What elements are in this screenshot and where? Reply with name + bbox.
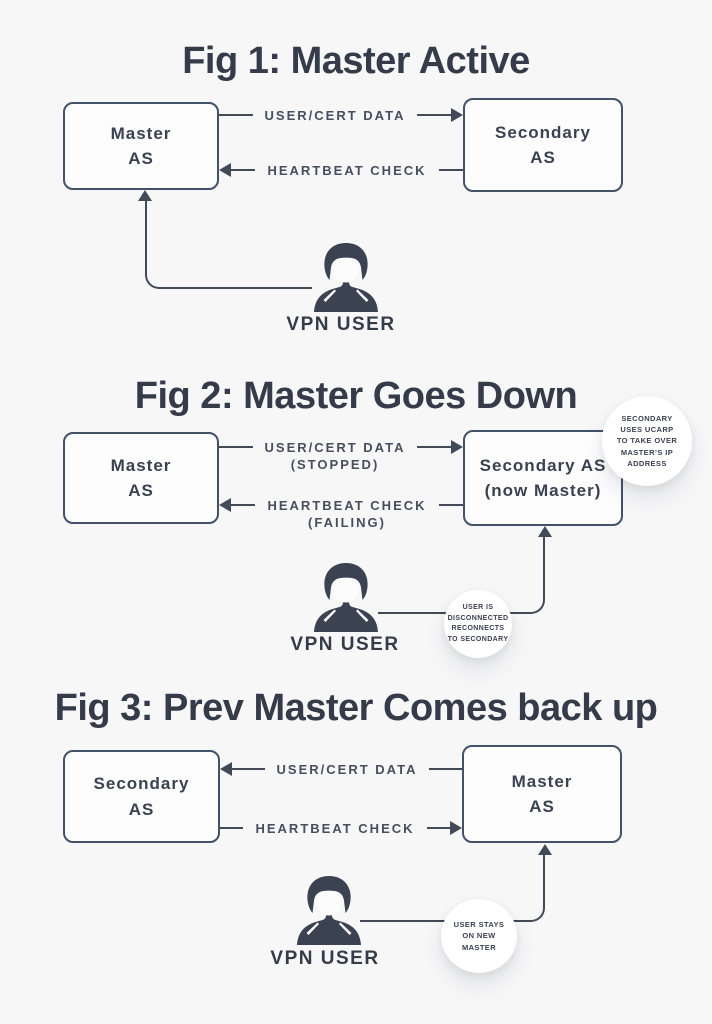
connector-line <box>438 169 464 171</box>
box-label-line: AS <box>128 481 154 500</box>
box-label-line: Secondary <box>495 122 591 142</box>
figure-2-title: Fig 2: Master Goes Down <box>134 375 578 417</box>
box-label-line: (now Master) <box>484 481 602 500</box>
box-label-line: Secondary <box>93 774 190 793</box>
secondary-as-box: Secondary AS <box>463 98 623 192</box>
arrowhead-right-icon <box>450 821 463 835</box>
box-label-line: AS <box>128 799 155 819</box>
box-label-line: Master <box>511 771 573 791</box>
arrow-label: USER/CERT DATA <box>276 761 418 777</box>
arrowhead-up-icon <box>138 190 152 201</box>
connector-line <box>417 446 451 448</box>
master-as-box: Master AS <box>63 432 219 524</box>
arrowhead-left-icon <box>220 762 232 776</box>
master-as-box: Master AS <box>462 745 622 843</box>
connector-line <box>426 827 451 829</box>
user-cert-data-arrow: USER/CERT DATA <box>219 105 463 125</box>
arrow-label: HEARTBEAT CHECK <box>255 820 415 836</box>
arrowhead-up-icon <box>538 526 552 537</box>
figure-1-title: Fig 1: Master Active <box>182 40 530 82</box>
connector-line <box>220 827 244 829</box>
user-cert-data-arrow: USER/CERT DATA (STOPPED) <box>219 437 463 472</box>
connector-line <box>231 169 256 171</box>
connector-line <box>219 446 253 448</box>
master-as-box: Master AS <box>63 102 219 190</box>
vpn-user-icon <box>293 875 365 945</box>
box-label-line: Master <box>110 455 172 475</box>
arrow-label: HEARTBEAT CHECK <box>267 162 427 178</box>
vpn-user-icon <box>310 242 382 312</box>
vpn-user-label: VPN USER <box>286 314 396 335</box>
connector-line <box>438 504 464 506</box>
vpn-user-icon <box>310 562 382 632</box>
arrow-label: HEARTBEAT CHECK <box>267 497 427 513</box>
arrowhead-left-icon <box>219 163 231 177</box>
heartbeat-check-arrow: HEARTBEAT CHECK <box>219 160 464 180</box>
arrowhead-left-icon <box>219 498 231 512</box>
figure-3-title: Fig 3: Prev Master Comes back up <box>54 687 658 729</box>
arrow-label: USER/CERT DATA <box>264 107 406 123</box>
box-label-line: AS <box>530 148 556 167</box>
connector-line <box>417 114 451 116</box>
heartbeat-check-arrow: HEARTBEAT CHECK <box>220 818 463 838</box>
arrow-sublabel: (FAILING) <box>308 514 386 530</box>
vpn-user-label: VPN USER <box>290 634 400 655</box>
arrow-label: USER/CERT DATA <box>264 439 406 455</box>
arrow-sublabel: (STOPPED) <box>290 456 380 472</box>
user-to-master-connector <box>145 201 312 289</box>
box-label-line: AS <box>128 149 154 168</box>
box-label-line: AS <box>529 797 555 816</box>
user-cert-data-arrow: USER/CERT DATA <box>220 759 462 779</box>
secondary-as-box: Secondary AS <box>63 750 220 843</box>
arrowhead-right-icon <box>451 108 463 122</box>
connector-line <box>219 114 253 116</box>
connector-line <box>429 768 462 770</box>
box-label-line: Master <box>110 123 172 143</box>
heartbeat-check-arrow: HEARTBEAT CHECK (FAILING) <box>219 495 464 530</box>
secondary-as-now-master-box: Secondary AS (now Master) <box>463 430 623 526</box>
vpn-user-label: VPN USER <box>270 948 380 969</box>
connector-line <box>231 504 256 506</box>
arrowhead-up-icon <box>538 844 552 855</box>
arrowhead-right-icon <box>451 440 463 454</box>
connector-line <box>232 768 265 770</box>
box-label-line: Secondary AS <box>479 455 607 475</box>
